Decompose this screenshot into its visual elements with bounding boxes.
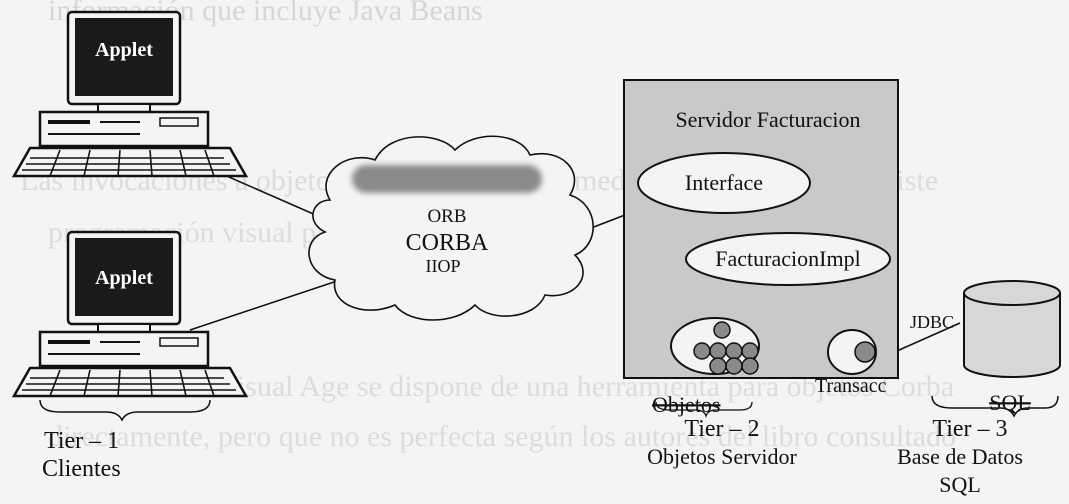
interface-label: Interface <box>685 170 763 195</box>
drive-bay <box>159 117 199 127</box>
client2-to-orb-line <box>189 279 341 331</box>
impl-label: FacturacionImpl <box>715 246 860 271</box>
bg-text-line-5: directamente, pero que no es perfecta se… <box>48 420 956 453</box>
object-circle <box>741 342 759 360</box>
object-circle <box>725 357 743 375</box>
system-unit <box>38 110 210 148</box>
tier1-label: Tier – 1 <box>44 428 119 454</box>
cloud-shape <box>308 135 594 321</box>
db-top <box>963 280 1061 306</box>
tier2-brace <box>655 401 753 419</box>
system-unit <box>38 330 210 368</box>
server-caption: Objetos Servidor <box>647 444 797 469</box>
transacc-to-db-line <box>887 322 961 356</box>
transacc-core <box>854 341 876 363</box>
object-pool-circles <box>693 321 759 375</box>
interface-ellipse <box>637 152 811 214</box>
tier3-brace <box>931 395 1059 418</box>
applet-label-1: Applet <box>95 39 153 61</box>
tier2-label: Tier – 2 <box>684 416 759 442</box>
transacc-ellipse <box>827 329 877 375</box>
monitor-screen <box>75 238 173 316</box>
db-body <box>963 293 1061 378</box>
tier3-label: Tier – 3 <box>932 416 1007 442</box>
orb-cloud: ORB CORBA IIOP <box>308 135 594 321</box>
monitor-screen <box>75 18 173 96</box>
object-circle <box>725 342 743 360</box>
iiop-label: IIOP <box>426 256 461 276</box>
object-circle <box>741 357 759 375</box>
database-cylinder <box>963 280 1061 378</box>
impl-ellipse <box>685 232 891 286</box>
database-caption-2: SQL <box>939 472 981 497</box>
orb-label: ORB <box>427 206 466 227</box>
sql-label: SQL <box>989 390 1031 415</box>
object-circle <box>693 342 711 360</box>
objetos-label: Objetos <box>652 392 720 417</box>
keyboard-keys <box>22 149 236 177</box>
database-caption-1: Base de Datos <box>897 444 1023 469</box>
server-box: Servidor Facturacion Interface Facturaci… <box>623 79 899 379</box>
server-box-frame <box>623 79 899 379</box>
client-computer-1: Applet <box>11 10 249 178</box>
keyboard <box>11 146 249 178</box>
jdbc-label: JDBC <box>910 312 954 332</box>
client-computer-2: Applet <box>11 230 249 398</box>
drive-bay <box>159 337 199 347</box>
object-circle <box>713 321 731 339</box>
applet-label-2: Applet <box>95 267 153 289</box>
server-title: Servidor Facturacion <box>675 107 860 132</box>
object-circle <box>709 342 727 360</box>
clients-caption: Clientes <box>42 456 121 482</box>
orb-shaded-band <box>352 165 542 193</box>
keyboard <box>11 366 249 398</box>
tier1-brace <box>39 399 211 422</box>
keyboard-keys <box>22 369 236 397</box>
corba-label: CORBA <box>406 230 489 256</box>
transacc-label: Transacc <box>815 375 887 397</box>
object-circle <box>709 357 727 375</box>
